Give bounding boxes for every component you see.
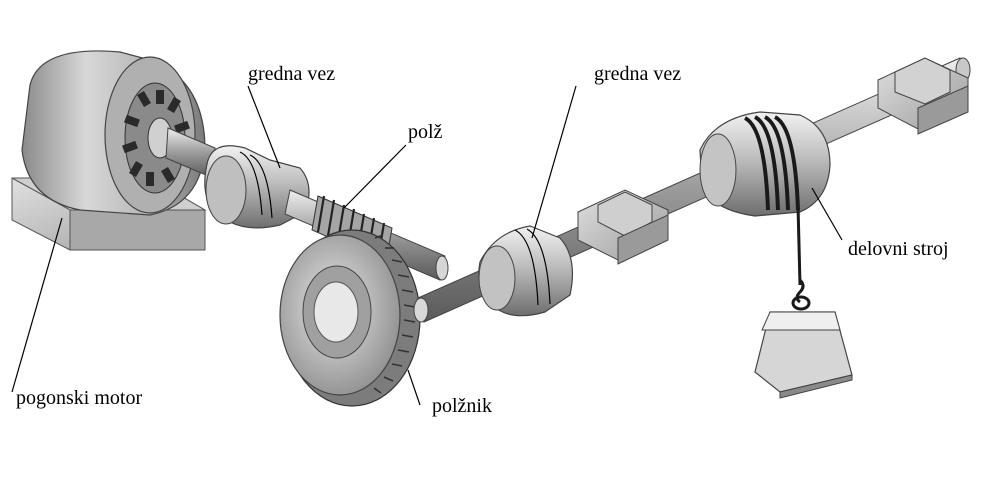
- driven-drum: [699, 111, 831, 217]
- worm-wheel: [279, 229, 421, 407]
- leader-worm: [343, 144, 407, 209]
- coupling-right: [478, 225, 573, 317]
- label-motor: pogonski motor: [16, 387, 142, 409]
- leader-motor: [11, 217, 63, 393]
- leader-driven-machine: [811, 187, 843, 241]
- leader-worm-wheel: [407, 369, 421, 406]
- label-driven-machine: delovni stroj: [848, 238, 949, 260]
- bearing-right: [877, 57, 969, 135]
- label-worm-wheel: polžnik: [432, 395, 492, 417]
- rope-and-weight: [754, 204, 853, 399]
- bearing-middle: [577, 189, 669, 265]
- electric-motor: [11, 50, 207, 251]
- label-coupling-left: gredna vez: [248, 63, 335, 85]
- leader-coupling-right: [531, 85, 577, 239]
- coupling-left: [204, 145, 310, 229]
- label-worm: polž: [408, 121, 443, 143]
- leader-coupling-left: [247, 85, 281, 169]
- label-coupling-right: gredna vez: [594, 63, 681, 85]
